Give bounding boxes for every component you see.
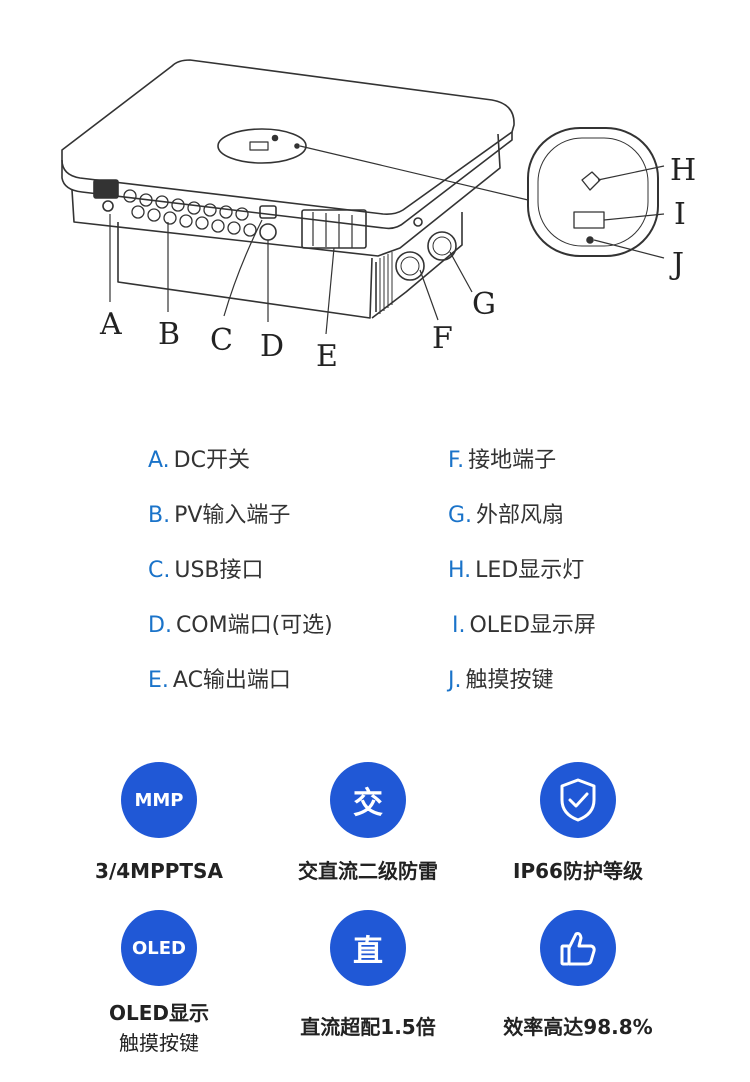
thumbs-up-icon bbox=[540, 910, 616, 986]
legend-text: PV输入端子 bbox=[174, 503, 291, 528]
fan bbox=[395, 251, 425, 281]
legend-key: F. bbox=[448, 448, 465, 473]
callout-f: F bbox=[432, 321, 453, 356]
callout-e: E bbox=[316, 339, 338, 374]
feature-ip66: IP66防护等级 bbox=[468, 762, 688, 886]
feature-label-text: 直流超配1.5倍 bbox=[300, 1015, 436, 1039]
ac-icon: 交 bbox=[330, 762, 406, 838]
callout-i: I bbox=[674, 197, 686, 232]
feature-label-line1: OLED显示 bbox=[108, 1001, 209, 1025]
legend-text: 外部风扇 bbox=[476, 503, 565, 528]
feature-label: OLED显示 触摸按键 bbox=[49, 998, 269, 1058]
ac-icon-text: 交 bbox=[353, 786, 383, 821]
usb-port bbox=[259, 205, 277, 219]
display-zoom bbox=[527, 127, 659, 257]
legend-item-h: H.LED显示灯 bbox=[448, 552, 584, 584]
legend-text: DC开关 bbox=[173, 448, 250, 473]
legend-text: 接地端子 bbox=[468, 448, 557, 473]
legend-key: A. bbox=[148, 448, 170, 473]
legend-key: E. bbox=[148, 668, 169, 693]
oled-icon-text: OLED bbox=[131, 937, 186, 959]
legend-item-c: C.USB接口 bbox=[148, 552, 264, 584]
legend-item-i: I.OLED显示屏 bbox=[452, 607, 596, 639]
legend-item-f: F.接地端子 bbox=[448, 442, 556, 474]
legend-text: 触摸按键 bbox=[465, 668, 554, 693]
feature-label-text: 3/4MPPTSA bbox=[95, 859, 223, 883]
mmp-icon: MMP bbox=[121, 762, 197, 838]
legend-key: B. bbox=[148, 503, 171, 528]
oled-icon: OLED bbox=[121, 910, 197, 986]
legend-key: I. bbox=[452, 613, 466, 638]
legend-key: D. bbox=[148, 613, 172, 638]
legend-key: G. bbox=[448, 503, 473, 528]
dc-switch bbox=[93, 179, 119, 199]
legend-item-j: J.触摸按键 bbox=[448, 662, 554, 694]
legend-item-g: G.外部风扇 bbox=[448, 497, 564, 529]
callout-g: G bbox=[472, 287, 496, 322]
mmp-icon-text: MMP bbox=[134, 789, 184, 811]
feature-mppt: MMP 3/4MPPTSA bbox=[49, 762, 269, 886]
legend-key: C. bbox=[148, 558, 171, 583]
legend-text: USB接口 bbox=[174, 558, 264, 583]
display-panel bbox=[217, 128, 307, 164]
dc-icon: 直 bbox=[330, 910, 406, 986]
legend-key: H. bbox=[448, 558, 472, 583]
callout-h: H bbox=[670, 153, 696, 188]
feature-oled-touch: OLED OLED显示 触摸按键 bbox=[49, 910, 269, 1058]
legend-text: COM端口(可选) bbox=[175, 613, 333, 638]
legend-text: AC输出端口 bbox=[172, 668, 291, 693]
legend-item-a: A.DC开关 bbox=[148, 442, 250, 474]
feature-label: 3/4MPPTSA bbox=[49, 856, 269, 886]
legend-item-b: B.PV输入端子 bbox=[148, 497, 290, 529]
callout-d: D bbox=[260, 329, 284, 364]
feature-efficiency: 效率高达98.8% bbox=[468, 910, 688, 1042]
feature-dc-oversize: 直 直流超配1.5倍 bbox=[258, 910, 478, 1042]
feature-label: 效率高达98.8% bbox=[468, 1012, 688, 1042]
legend-text: OLED显示屏 bbox=[469, 613, 596, 638]
legend-item-d: D.COM端口(可选) bbox=[148, 607, 333, 639]
feature-label: 交直流二级防雷 bbox=[258, 856, 478, 886]
feature-surge-protection: 交 交直流二级防雷 bbox=[258, 762, 478, 886]
feature-label: IP66防护等级 bbox=[468, 856, 688, 886]
dc-icon-text: 直 bbox=[353, 934, 383, 969]
callout-c: C bbox=[210, 323, 233, 358]
com-port bbox=[259, 223, 277, 241]
legend-item-e: E.AC输出端口 bbox=[148, 662, 291, 694]
legend-text: LED显示灯 bbox=[475, 558, 585, 583]
feature-label: 直流超配1.5倍 bbox=[258, 1012, 478, 1042]
feature-label-text: 效率高达98.8% bbox=[503, 1015, 653, 1039]
callout-b: B bbox=[158, 317, 180, 352]
callout-a: A bbox=[99, 307, 122, 342]
feature-label-text: 交直流二级防雷 bbox=[298, 859, 438, 883]
inverter-body bbox=[71, 133, 501, 257]
ground-terminal bbox=[413, 217, 423, 227]
feature-label-text: IP66防护等级 bbox=[513, 859, 643, 883]
ac-terminal bbox=[301, 209, 367, 249]
callout-j: J bbox=[669, 247, 684, 282]
legend-key: J. bbox=[448, 668, 462, 693]
feature-label-line2: 触摸按键 bbox=[119, 1031, 199, 1055]
shield-check-icon bbox=[540, 762, 616, 838]
pv-terminals bbox=[123, 189, 257, 237]
inverter-diagram: A B C D E F G H I J bbox=[61, 59, 696, 374]
